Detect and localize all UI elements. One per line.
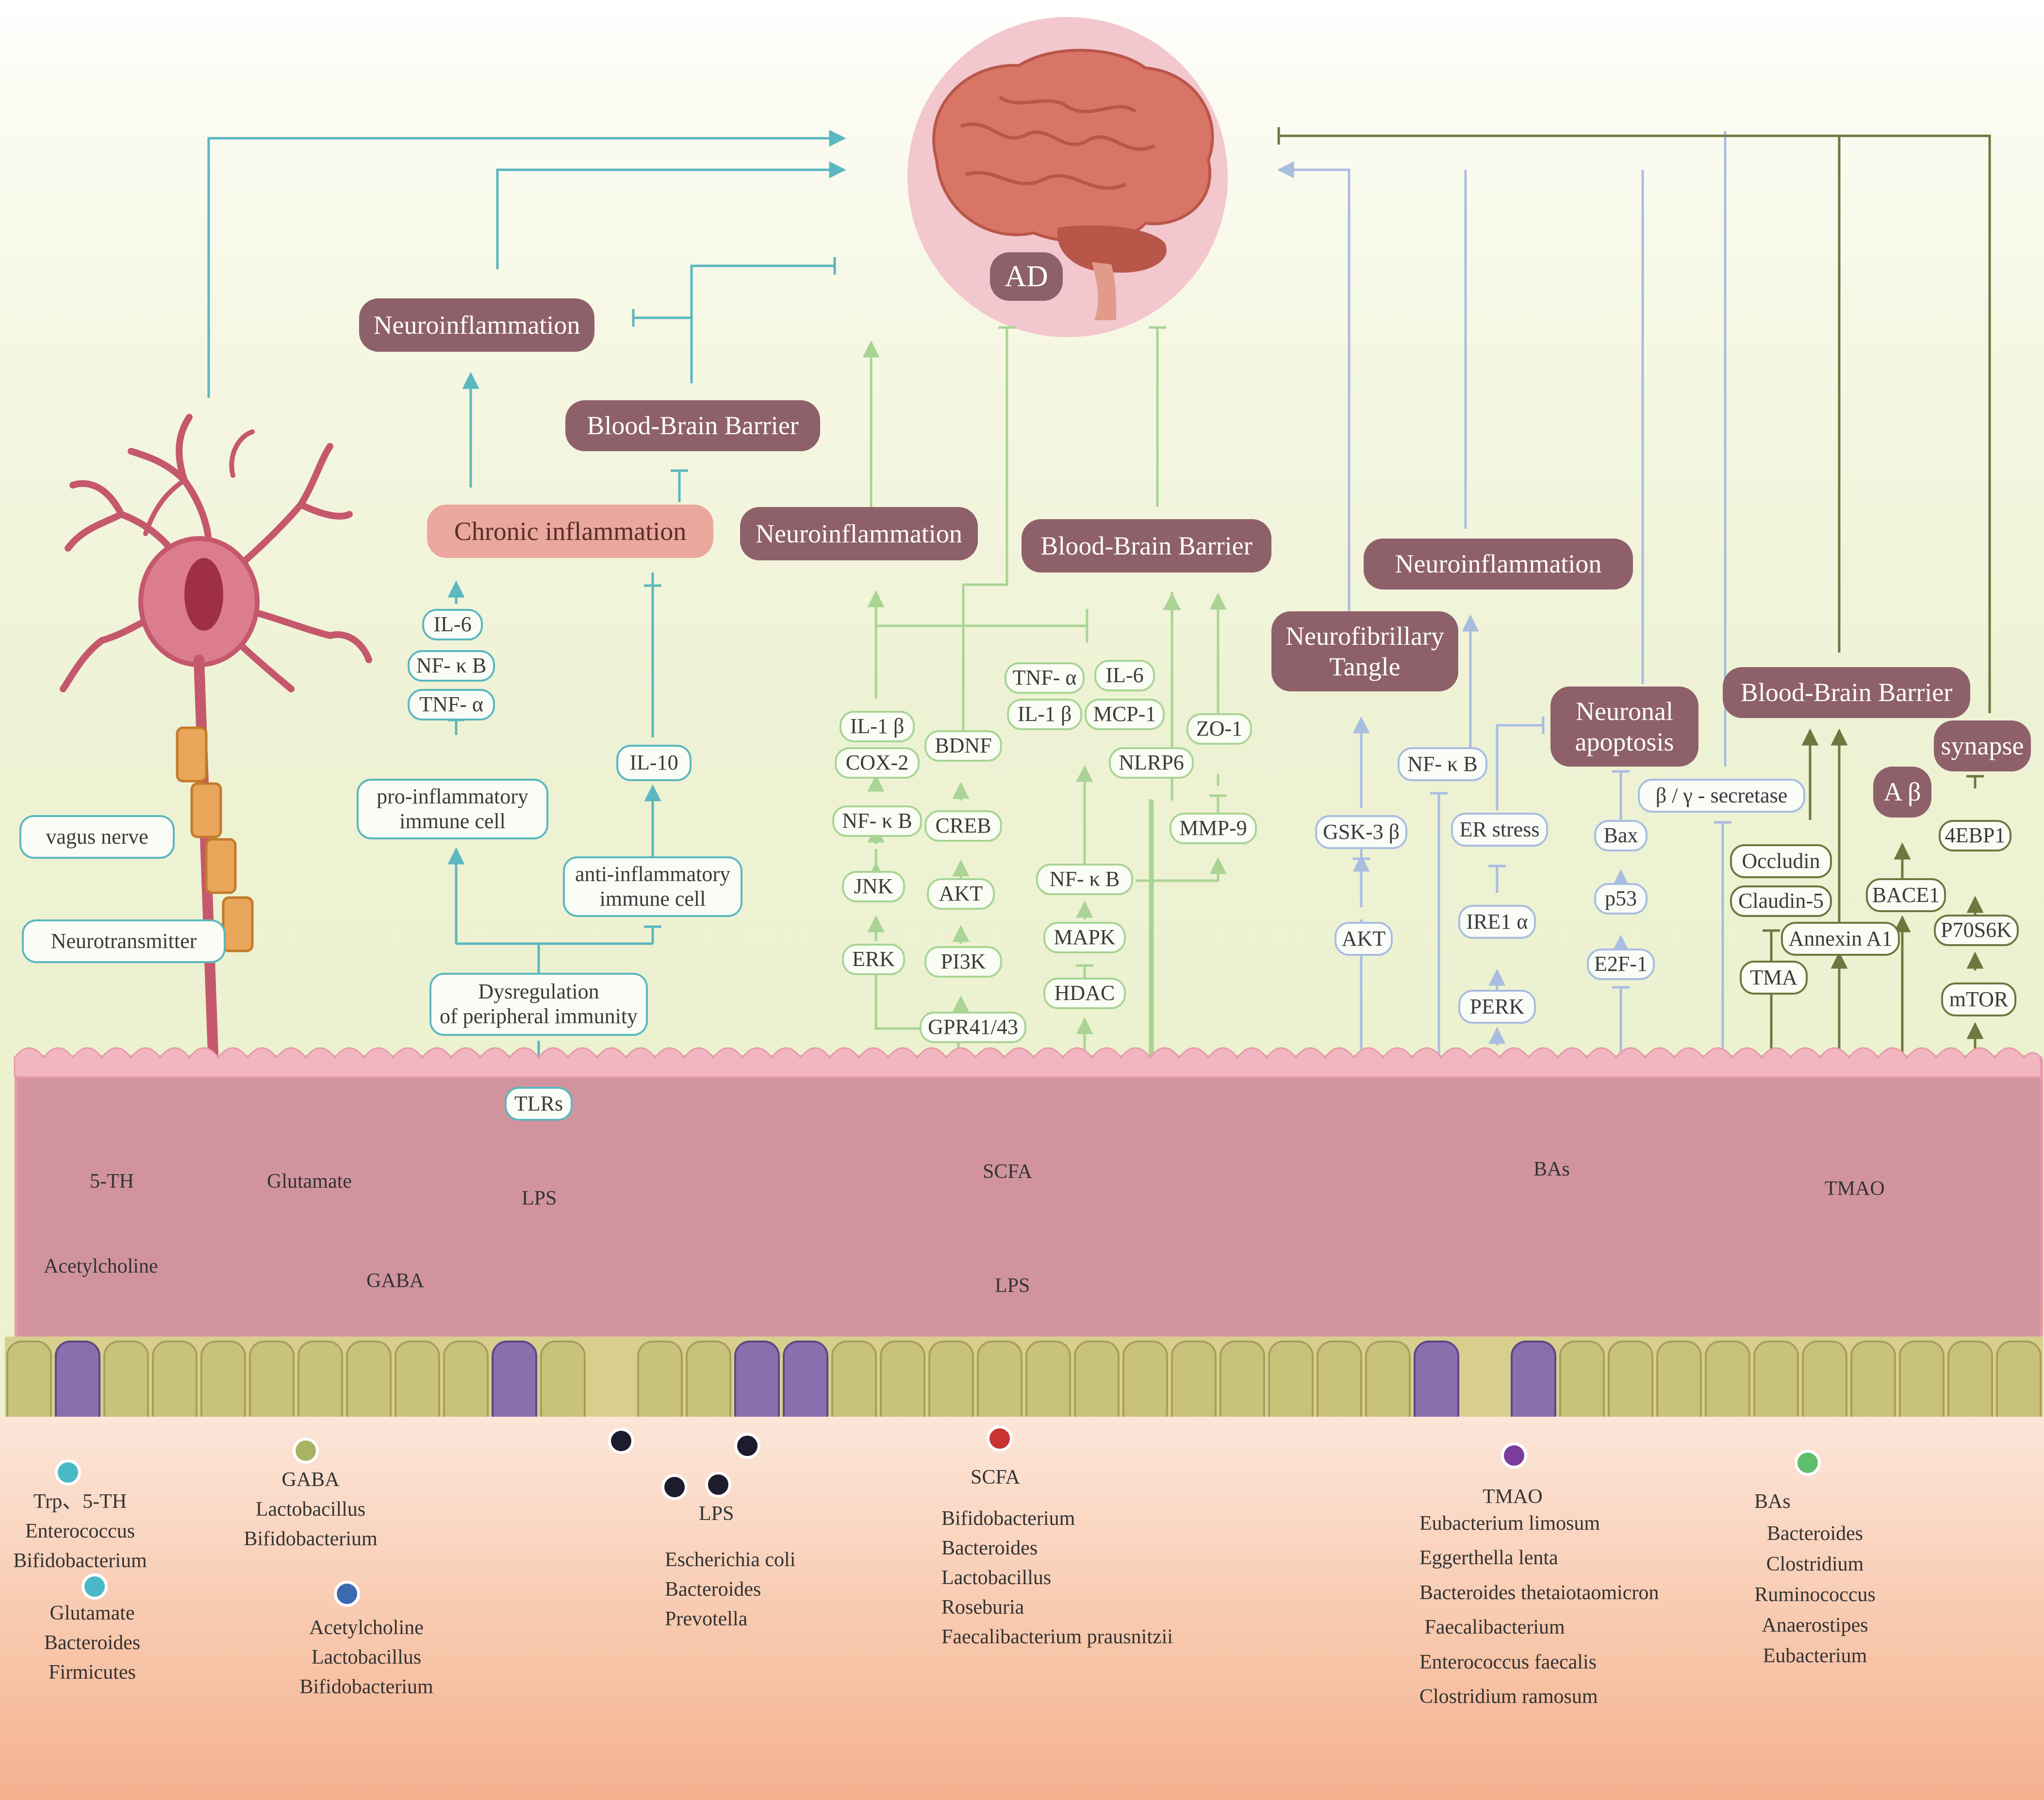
secretase-box: β / γ - secretase — [1638, 779, 1805, 813]
tnfa-box-scfa: TNF- α — [1005, 662, 1085, 694]
il6-box: IL-6 — [422, 609, 483, 640]
gpr-box: GPR41/43 — [920, 1012, 1026, 1043]
chronic-inflammation-pill: Chronic inflammation — [427, 505, 713, 558]
lumen-ach-group: Acetylcholine Lactobacillus Bifidobacter… — [299, 1617, 433, 1698]
synapse-pill: synapse — [1934, 720, 2031, 771]
abeta-pill: A β — [1873, 767, 1931, 818]
gut-label-glutamate: Glutamate — [267, 1170, 352, 1193]
neuroinflammation-pill-mid: Neuroinflammation — [740, 507, 978, 560]
gut-label-tmao: TMAO — [1825, 1178, 1885, 1200]
anti-inflammatory-box: anti-inflammatory immune cell — [563, 856, 742, 917]
gut-label-5th: 5-TH — [90, 1170, 134, 1193]
4ebp1-box: 4EBP1 — [1939, 820, 2011, 851]
bax-box: Bax — [1594, 820, 1648, 851]
lumen-bas-title: BAs — [1754, 1490, 1791, 1513]
er-stress-box: ER stress — [1451, 813, 1548, 847]
neuroinflammation-pill-right: Neuroinflammation — [1364, 539, 1633, 589]
gut-label-bas: BAs — [1533, 1158, 1570, 1180]
gut-label-scfa: SCFA — [983, 1161, 1032, 1183]
pi3k-box: PI3K — [924, 946, 1002, 978]
il1b-box-2: IL-1 β — [1007, 699, 1082, 730]
lumen-tmao-title: TMAO — [1483, 1486, 1543, 1508]
jnk-box: JNK — [842, 871, 905, 902]
lumen-trp-group: Trp、5-TH Enterococcus Bifidobacterium — [13, 1490, 147, 1572]
vagus-nerve-box: vagus nerve — [19, 815, 175, 859]
perk-box: PERK — [1458, 990, 1536, 1024]
gut-label-gaba: GABA — [366, 1270, 425, 1292]
nfkb-box-left: NF- κ B — [408, 650, 495, 682]
cox2-box: COX-2 — [835, 747, 920, 779]
lumen-scfa-title: SCFA — [971, 1466, 1020, 1489]
apoptosis-pill: Neuronal apoptosis — [1550, 687, 1698, 767]
il1b-box: IL-1 β — [840, 711, 915, 742]
gut-lumen — [0, 1417, 2044, 1800]
p70s6k-box: P70S6K — [1934, 915, 2019, 946]
gut-label-acetylcholine: Acetylcholine — [44, 1255, 158, 1277]
tlrs-box: TLRs — [505, 1087, 573, 1121]
occludin-box: Occludin — [1730, 844, 1832, 878]
lumen-glutamate-group: Glutamate Bacteroides Firmicutes — [44, 1602, 141, 1684]
mtor-box: mTOR — [1941, 982, 2016, 1016]
neuroinflammation-pill-left: Neuroinflammation — [359, 298, 594, 352]
dysregulation-box: Dysregulation of peripheral immunity — [429, 973, 648, 1036]
nfkb-box-scfa: NF- κ B — [832, 805, 922, 837]
mcp1-box: MCP-1 — [1085, 699, 1165, 730]
p53-box: p53 — [1594, 883, 1648, 915]
erk-box: ERK — [842, 944, 905, 975]
bdnf-box: BDNF — [924, 730, 1002, 762]
mapk-box: MAPK — [1043, 922, 1126, 953]
myelin-sheath — [176, 726, 254, 952]
neurotransmitter-box: Neurotransmitter — [22, 919, 226, 963]
il10-box: IL-10 — [616, 745, 692, 781]
claudin5-box: Claudin-5 — [1730, 885, 1832, 917]
bace1-box: BACE1 — [1866, 878, 1946, 912]
nlrp6-box: NLRP6 — [1109, 747, 1194, 779]
tangle-pill: Neurofibrillary Tangle — [1271, 611, 1458, 691]
gsk3b-box: GSK-3 β — [1315, 815, 1407, 849]
bbb-pill-mid: Blood-Brain Barrier — [1022, 519, 1271, 573]
nfkb-box-bas: NF- κ B — [1398, 747, 1487, 781]
lumen-gaba-group: GABA Lactobacillus Bifidobacterium — [244, 1469, 378, 1550]
teal-connectors — [207, 130, 846, 1121]
lumen-lps-title: LPS — [699, 1503, 734, 1525]
pro-inflammatory-box: pro-inflammatory immune cell — [357, 779, 548, 839]
akt-box-bas: AKT — [1335, 922, 1393, 956]
gut-label-lps-2: LPS — [995, 1275, 1030, 1297]
e2f1-box: E2F-1 — [1587, 949, 1655, 980]
annexin-box: Annexin A1 — [1781, 922, 1900, 956]
intestinal-wall — [15, 1055, 2043, 1339]
villi-top — [14, 1047, 2042, 1078]
tma-box: TMA — [1740, 961, 1808, 995]
lumen-bas-group: Bacteroides Clostridium Ruminococcus Ana… — [1754, 1522, 1876, 1667]
bbb-pill-left: Blood-Brain Barrier — [565, 400, 820, 451]
lumen-tmao-group: Eubacterium limosum Eggerthella lenta Ba… — [1419, 1512, 1659, 1708]
ad-label: AD — [990, 252, 1063, 301]
tnfa-box-left: TNF- α — [408, 689, 495, 720]
lumen-scfa-group: Bifidobacterium Bacteroides Lactobacillu… — [941, 1507, 1173, 1648]
hdac-box: HDAC — [1043, 978, 1126, 1009]
mmp9-box: MMP-9 — [1170, 813, 1257, 844]
creb-box: CREB — [924, 810, 1002, 842]
akt-box-scfa: AKT — [927, 878, 995, 910]
brain-illustration — [907, 17, 1228, 337]
ire1a-box: IRE1 α — [1458, 905, 1536, 939]
gut-label-lps-1: LPS — [522, 1187, 557, 1210]
il6-box-scfa: IL-6 — [1094, 660, 1155, 691]
nfkb-box-scfa-2: NF- κ B — [1036, 864, 1133, 895]
lumen-lps-group: Escherichia coli Bacteroides Prevotella — [665, 1549, 796, 1630]
zo1-box: ZO-1 — [1187, 713, 1252, 745]
bbb-pill-right: Blood-Brain Barrier — [1723, 667, 1970, 718]
